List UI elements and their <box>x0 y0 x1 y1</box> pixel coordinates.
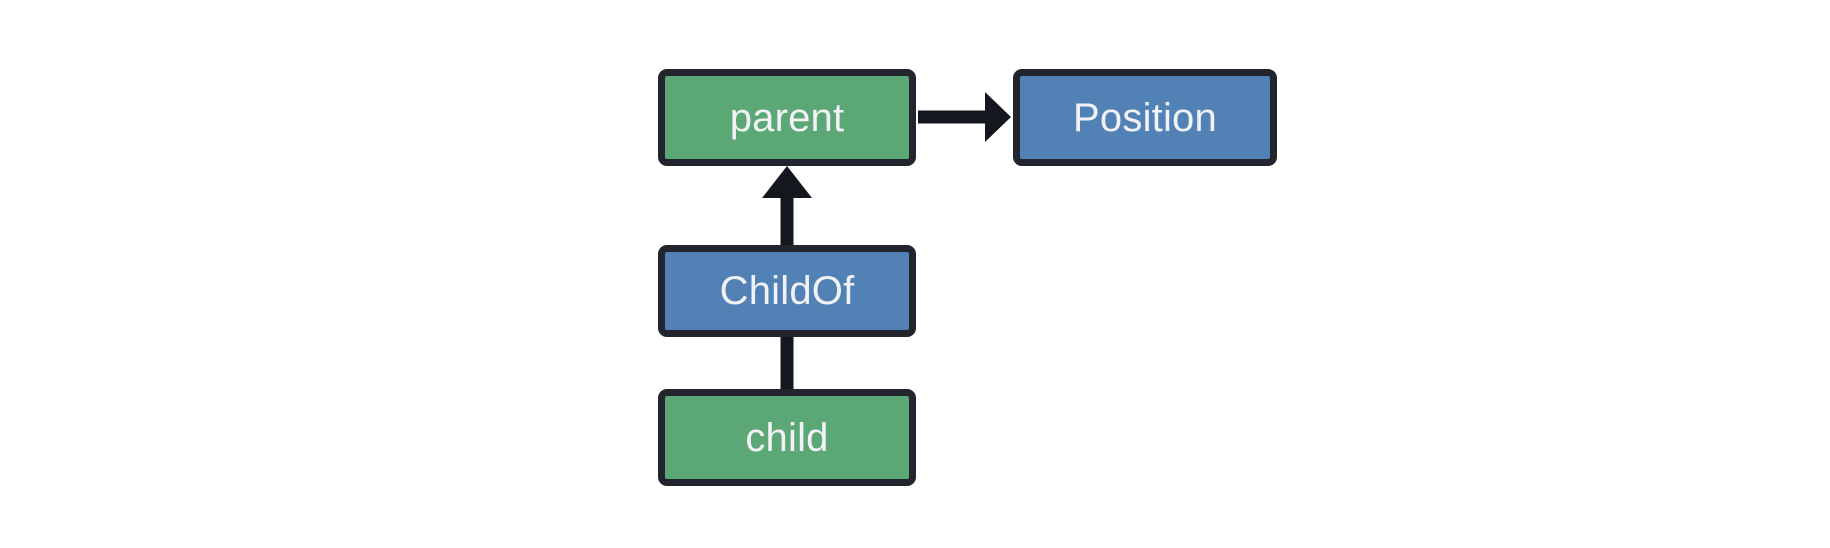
node-position[interactable]: Position <box>1013 69 1277 166</box>
node-parent[interactable]: parent <box>658 69 916 166</box>
arrowhead-childof-parent <box>762 166 812 198</box>
edge-childof-to-parent <box>762 166 812 245</box>
node-position-label: Position <box>1073 95 1217 140</box>
node-parent-label: parent <box>729 95 845 140</box>
arrowhead-parent-position <box>985 92 1011 142</box>
node-childof[interactable]: ChildOf <box>658 245 916 337</box>
node-child-label: child <box>745 415 829 460</box>
node-childof-label: ChildOf <box>719 269 855 313</box>
edge-parent-to-position <box>918 92 1011 142</box>
node-child[interactable]: child <box>658 389 916 486</box>
